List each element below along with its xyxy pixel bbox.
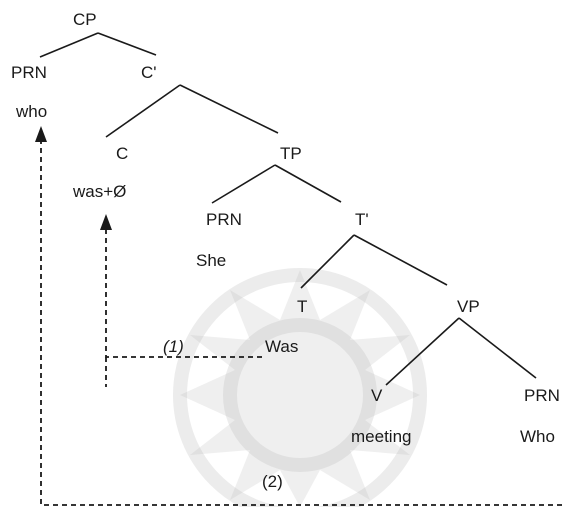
node-prn-spec: PRN — [11, 63, 47, 82]
word-was: Was — [265, 337, 298, 356]
node-c-bar: C' — [141, 63, 157, 82]
branch-cbar-tp — [179, 84, 279, 134]
word-was-null: was+Ø — [72, 182, 126, 201]
node-vp: VP — [457, 297, 480, 316]
node-t-bar: T' — [355, 210, 369, 229]
word-who-object: Who — [520, 427, 555, 446]
branch-tbar-vp — [353, 234, 448, 286]
node-c: C — [116, 144, 128, 163]
tree-branches — [39, 32, 537, 386]
node-v: V — [371, 386, 383, 405]
word-she: She — [196, 251, 226, 270]
branch-vp-prn — [458, 317, 537, 379]
node-tp: TP — [280, 144, 302, 163]
node-prn-subject: PRN — [206, 210, 242, 229]
movement-2-label: (2) — [262, 472, 283, 491]
branch-tp-prn — [211, 164, 276, 204]
movement-1-arrowhead — [100, 214, 112, 230]
branch-vp-v — [385, 317, 460, 386]
movement-arrows — [35, 126, 562, 506]
branch-cp-prn — [39, 32, 99, 58]
movement-1-label: (1) — [163, 337, 184, 356]
movement-2-arrowhead — [35, 126, 47, 142]
branch-cp-cbar — [97, 32, 157, 56]
branch-tbar-t — [300, 234, 355, 289]
tree-labels: CP PRN C' who C TP was+Ø PRN T' She T VP… — [11, 10, 560, 491]
node-prn-object: PRN — [524, 386, 560, 405]
node-cp: CP — [73, 10, 97, 29]
movement-2-path — [40, 140, 562, 506]
word-who: who — [15, 102, 47, 121]
word-meeting: meeting — [351, 427, 411, 446]
branch-cbar-c — [105, 84, 181, 138]
watermark-logo — [173, 268, 427, 507]
branch-tp-tbar — [274, 164, 342, 203]
node-t: T — [297, 297, 307, 316]
